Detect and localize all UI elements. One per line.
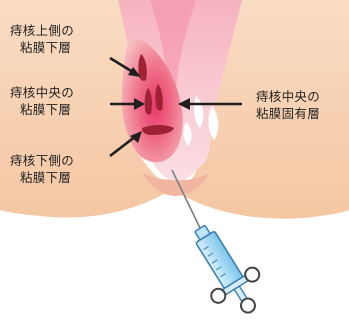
label-upper-submucosa: 痔核上側の 粘膜下層 (10, 22, 74, 56)
label-middle-line2: 粘膜下層 (10, 101, 74, 118)
label-upper-line2: 粘膜下層 (10, 39, 74, 56)
label-lower-line1: 痔核下側の (10, 152, 74, 169)
label-lower-submucosa: 痔核下側の 粘膜下層 (10, 152, 74, 186)
label-lamina-line2: 粘膜固有層 (256, 105, 320, 122)
label-lamina-propria: 痔核中央の 粘膜固有層 (256, 88, 320, 122)
label-lamina-line1: 痔核中央の (256, 88, 320, 105)
label-lower-line2: 粘膜下層 (10, 169, 74, 186)
syringe-barrel (196, 231, 243, 288)
label-upper-line1: 痔核上側の (10, 22, 74, 39)
label-middle-line1: 痔核中央の (10, 84, 74, 101)
label-middle-submucosa: 痔核中央の 粘膜下層 (10, 84, 74, 118)
